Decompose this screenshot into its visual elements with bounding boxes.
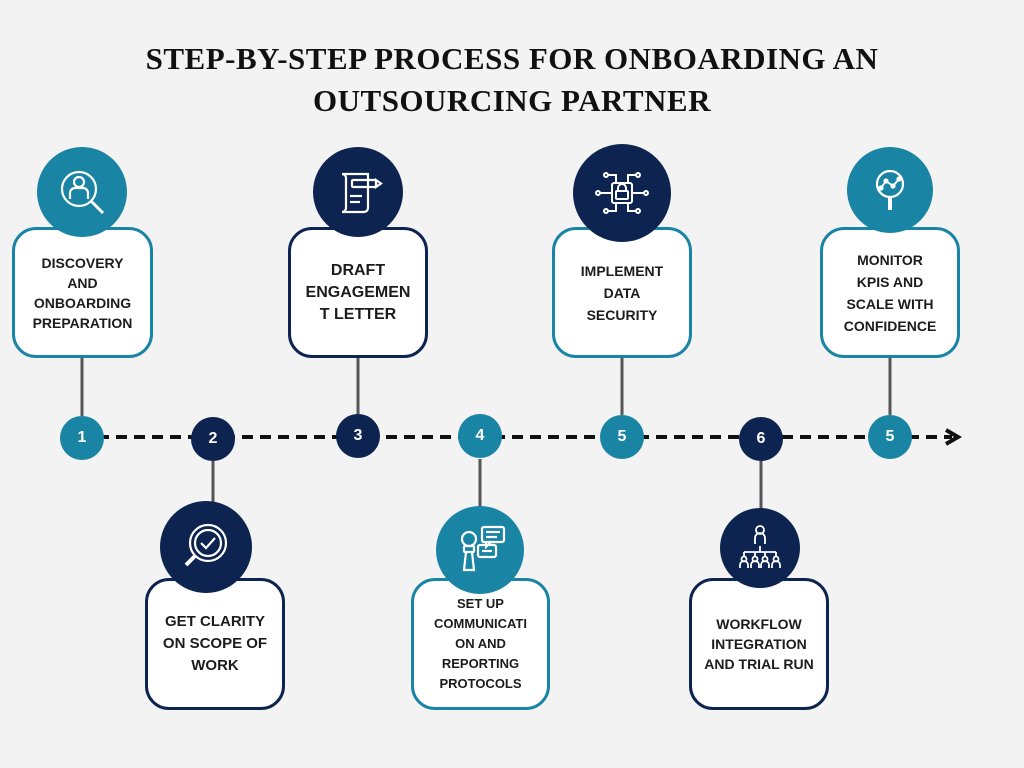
page-title: STEP-BY-STEP PROCESS FOR ONBOARDING AN O… (0, 38, 1024, 122)
title-line-2: OUTSOURCING PARTNER (313, 83, 711, 118)
step-number-2: 2 (191, 417, 235, 461)
step-card-7: MONITOR KPIS AND SCALE WITH CONFIDENCE (820, 227, 960, 358)
person-search-icon (60, 170, 105, 215)
timeline-arrow-head (944, 428, 962, 446)
document-pen-icon (341, 172, 383, 214)
step-number-4: 4 (458, 414, 502, 458)
step-icon-circle-1 (37, 147, 127, 237)
org-chart-icon (739, 525, 781, 568)
step-label-7: MONITOR KPIS AND SCALE WITH CONFIDENCE (843, 251, 937, 334)
step-card-6: WORKFLOW INTEGRATION AND TRIAL RUN (689, 578, 829, 710)
step-label-4: SET UP COMMUNICATI ON AND REPORTING PROT… (434, 596, 527, 691)
step-icon-circle-2 (160, 501, 252, 593)
step-label-1: DISCOVERY AND ONBOARDING PREPARATION (32, 254, 133, 331)
circuit-lock-icon (595, 172, 649, 214)
step-card-1: DISCOVERY AND ONBOARDING PREPARATION (12, 227, 153, 358)
step-number-5: 5 (600, 415, 644, 459)
step-number-3: 3 (336, 414, 380, 458)
microphone-chat-icon (460, 525, 506, 572)
step-icon-circle-7 (847, 147, 933, 233)
step-number-7: 5 (868, 415, 912, 459)
step-label-3: DRAFT ENGAGEMEN T LETTER (305, 261, 411, 323)
step-card-3: DRAFT ENGAGEMEN T LETTER (288, 227, 428, 358)
step-card-5: IMPLEMENT DATA SECURITY (552, 227, 692, 358)
step-icon-circle-6 (720, 508, 800, 588)
magnifier-check-icon (184, 523, 228, 567)
step-icon-circle-4 (436, 506, 524, 594)
step-label-2: GET CLARITY ON SCOPE OF WORK (162, 613, 268, 674)
step-label-5: IMPLEMENT DATA SECURITY (580, 262, 664, 323)
step-number-1: 1 (60, 416, 104, 460)
kpi-magnifier-icon (875, 169, 905, 210)
step-card-4: SET UP COMMUNICATI ON AND REPORTING PROT… (411, 578, 550, 710)
title-line-1: STEP-BY-STEP PROCESS FOR ONBOARDING AN (145, 41, 879, 76)
step-number-6: 6 (739, 417, 783, 461)
step-icon-circle-3 (313, 147, 403, 237)
step-label-6: WORKFLOW INTEGRATION AND TRIAL RUN (704, 616, 814, 672)
step-card-2: GET CLARITY ON SCOPE OF WORK (145, 578, 285, 710)
step-icon-circle-5 (573, 144, 671, 242)
